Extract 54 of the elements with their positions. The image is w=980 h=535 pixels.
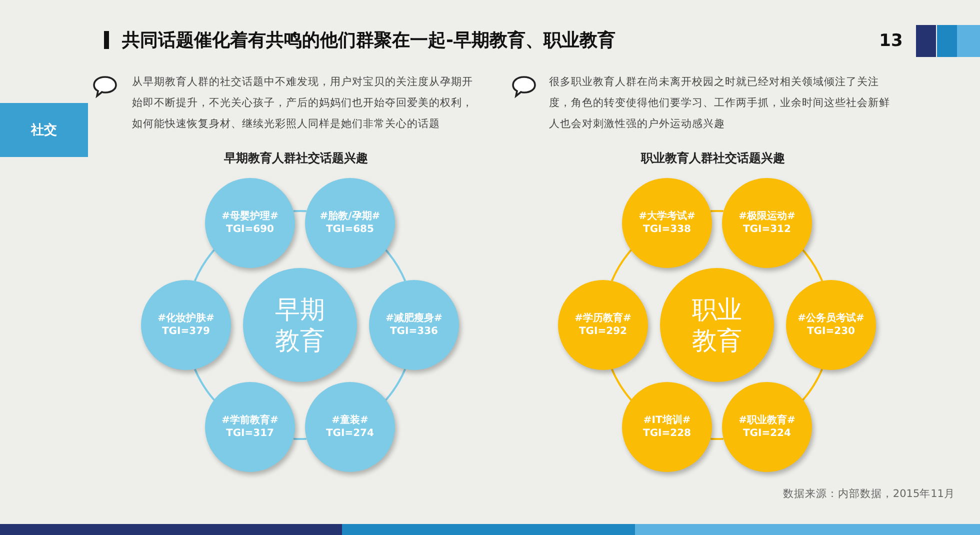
description-text: 从早期教育人群的社交话题中不难发现，用户对宝贝的关注度从孕期开始即不断提升，不光关心孩子，产后的妈妈们也开始夺回爱美的权利，如何能快速恢复身材、继续光彩照人同样是她们非常关心的话题 [132, 75, 474, 132]
tgi-value: TGI=274 [326, 427, 374, 440]
center-circle [243, 268, 357, 382]
topic-label: #IT培训# [643, 414, 691, 428]
topic-circle [205, 178, 296, 268]
ring-connector [194, 368, 216, 401]
ring-connector [710, 438, 724, 440]
topic-label: #极限运动# [738, 210, 796, 223]
tgi-value: TGI=338 [643, 222, 692, 236]
tgi-value: TGI=292 [578, 325, 627, 338]
source-note: 数据来源：内部数据，2015年11月 [782, 487, 955, 501]
description-text: 很多职业教育人群在尚未离开校园之时就已经对相关领域倾注了关注度，角色的转变使得他们要学习、工作两手抓，业余时间这些社会新鲜人也会对刺激性强的户外运动感兴趣 [549, 75, 891, 132]
topic-label: #童装# [332, 414, 368, 428]
topic-circle [622, 382, 712, 472]
slide-title: 共同话题催化着有共鸣的他们群聚在一起-早期教育、职业教育 [122, 29, 616, 52]
tgi-value: TGI=336 [390, 325, 438, 338]
ring-connector [194, 249, 216, 282]
chart-heading: 早期教育人群社交话题兴趣 [224, 150, 369, 167]
topic-label: #学历教育# [574, 312, 632, 325]
ring-connector [294, 438, 306, 440]
section-tab: 社交 [0, 103, 88, 157]
ring-connector [384, 249, 406, 282]
tgi-value: TGI=230 [806, 325, 855, 338]
chart-heading: 职业教育人群社交话题兴趣 [641, 150, 786, 167]
topic-label: #母婴护理# [222, 210, 278, 223]
topic-circle [304, 382, 395, 472]
topic-circle [622, 178, 712, 268]
ring-connector [610, 368, 632, 401]
ring-connector [384, 368, 406, 401]
tgi-value: TGI=317 [226, 427, 274, 440]
topic-label: #学前教育# [222, 414, 278, 428]
ring-connector [802, 249, 824, 282]
topic-label: #公务员考试# [798, 312, 864, 325]
ring-connector [294, 210, 306, 212]
topic-label: #大学考试# [638, 210, 696, 223]
ring-connector [710, 210, 724, 212]
tgi-value: TGI=224 [742, 427, 791, 440]
topic-label: #减肥瘦身# [386, 312, 442, 325]
topic-label: #胎教/孕期# [320, 210, 380, 223]
topic-label: #化妆护肤# [158, 312, 214, 325]
tgi-value: TGI=690 [226, 222, 274, 236]
center-label: 职业教育 [691, 294, 743, 356]
topic-circle [205, 382, 296, 472]
center-label: 早期教育 [274, 294, 326, 356]
page-number: 13 [878, 31, 904, 51]
tgi-value: TGI=379 [162, 325, 210, 338]
center-circle [660, 268, 774, 382]
tgi-value: TGI=228 [643, 427, 692, 440]
ring-connector [610, 249, 632, 282]
ring-connector [802, 368, 824, 401]
tgi-value: TGI=312 [742, 222, 791, 236]
topic-label: #职业教育# [738, 414, 796, 428]
topic-circle [722, 382, 812, 472]
tgi-value: TGI=685 [326, 222, 374, 236]
